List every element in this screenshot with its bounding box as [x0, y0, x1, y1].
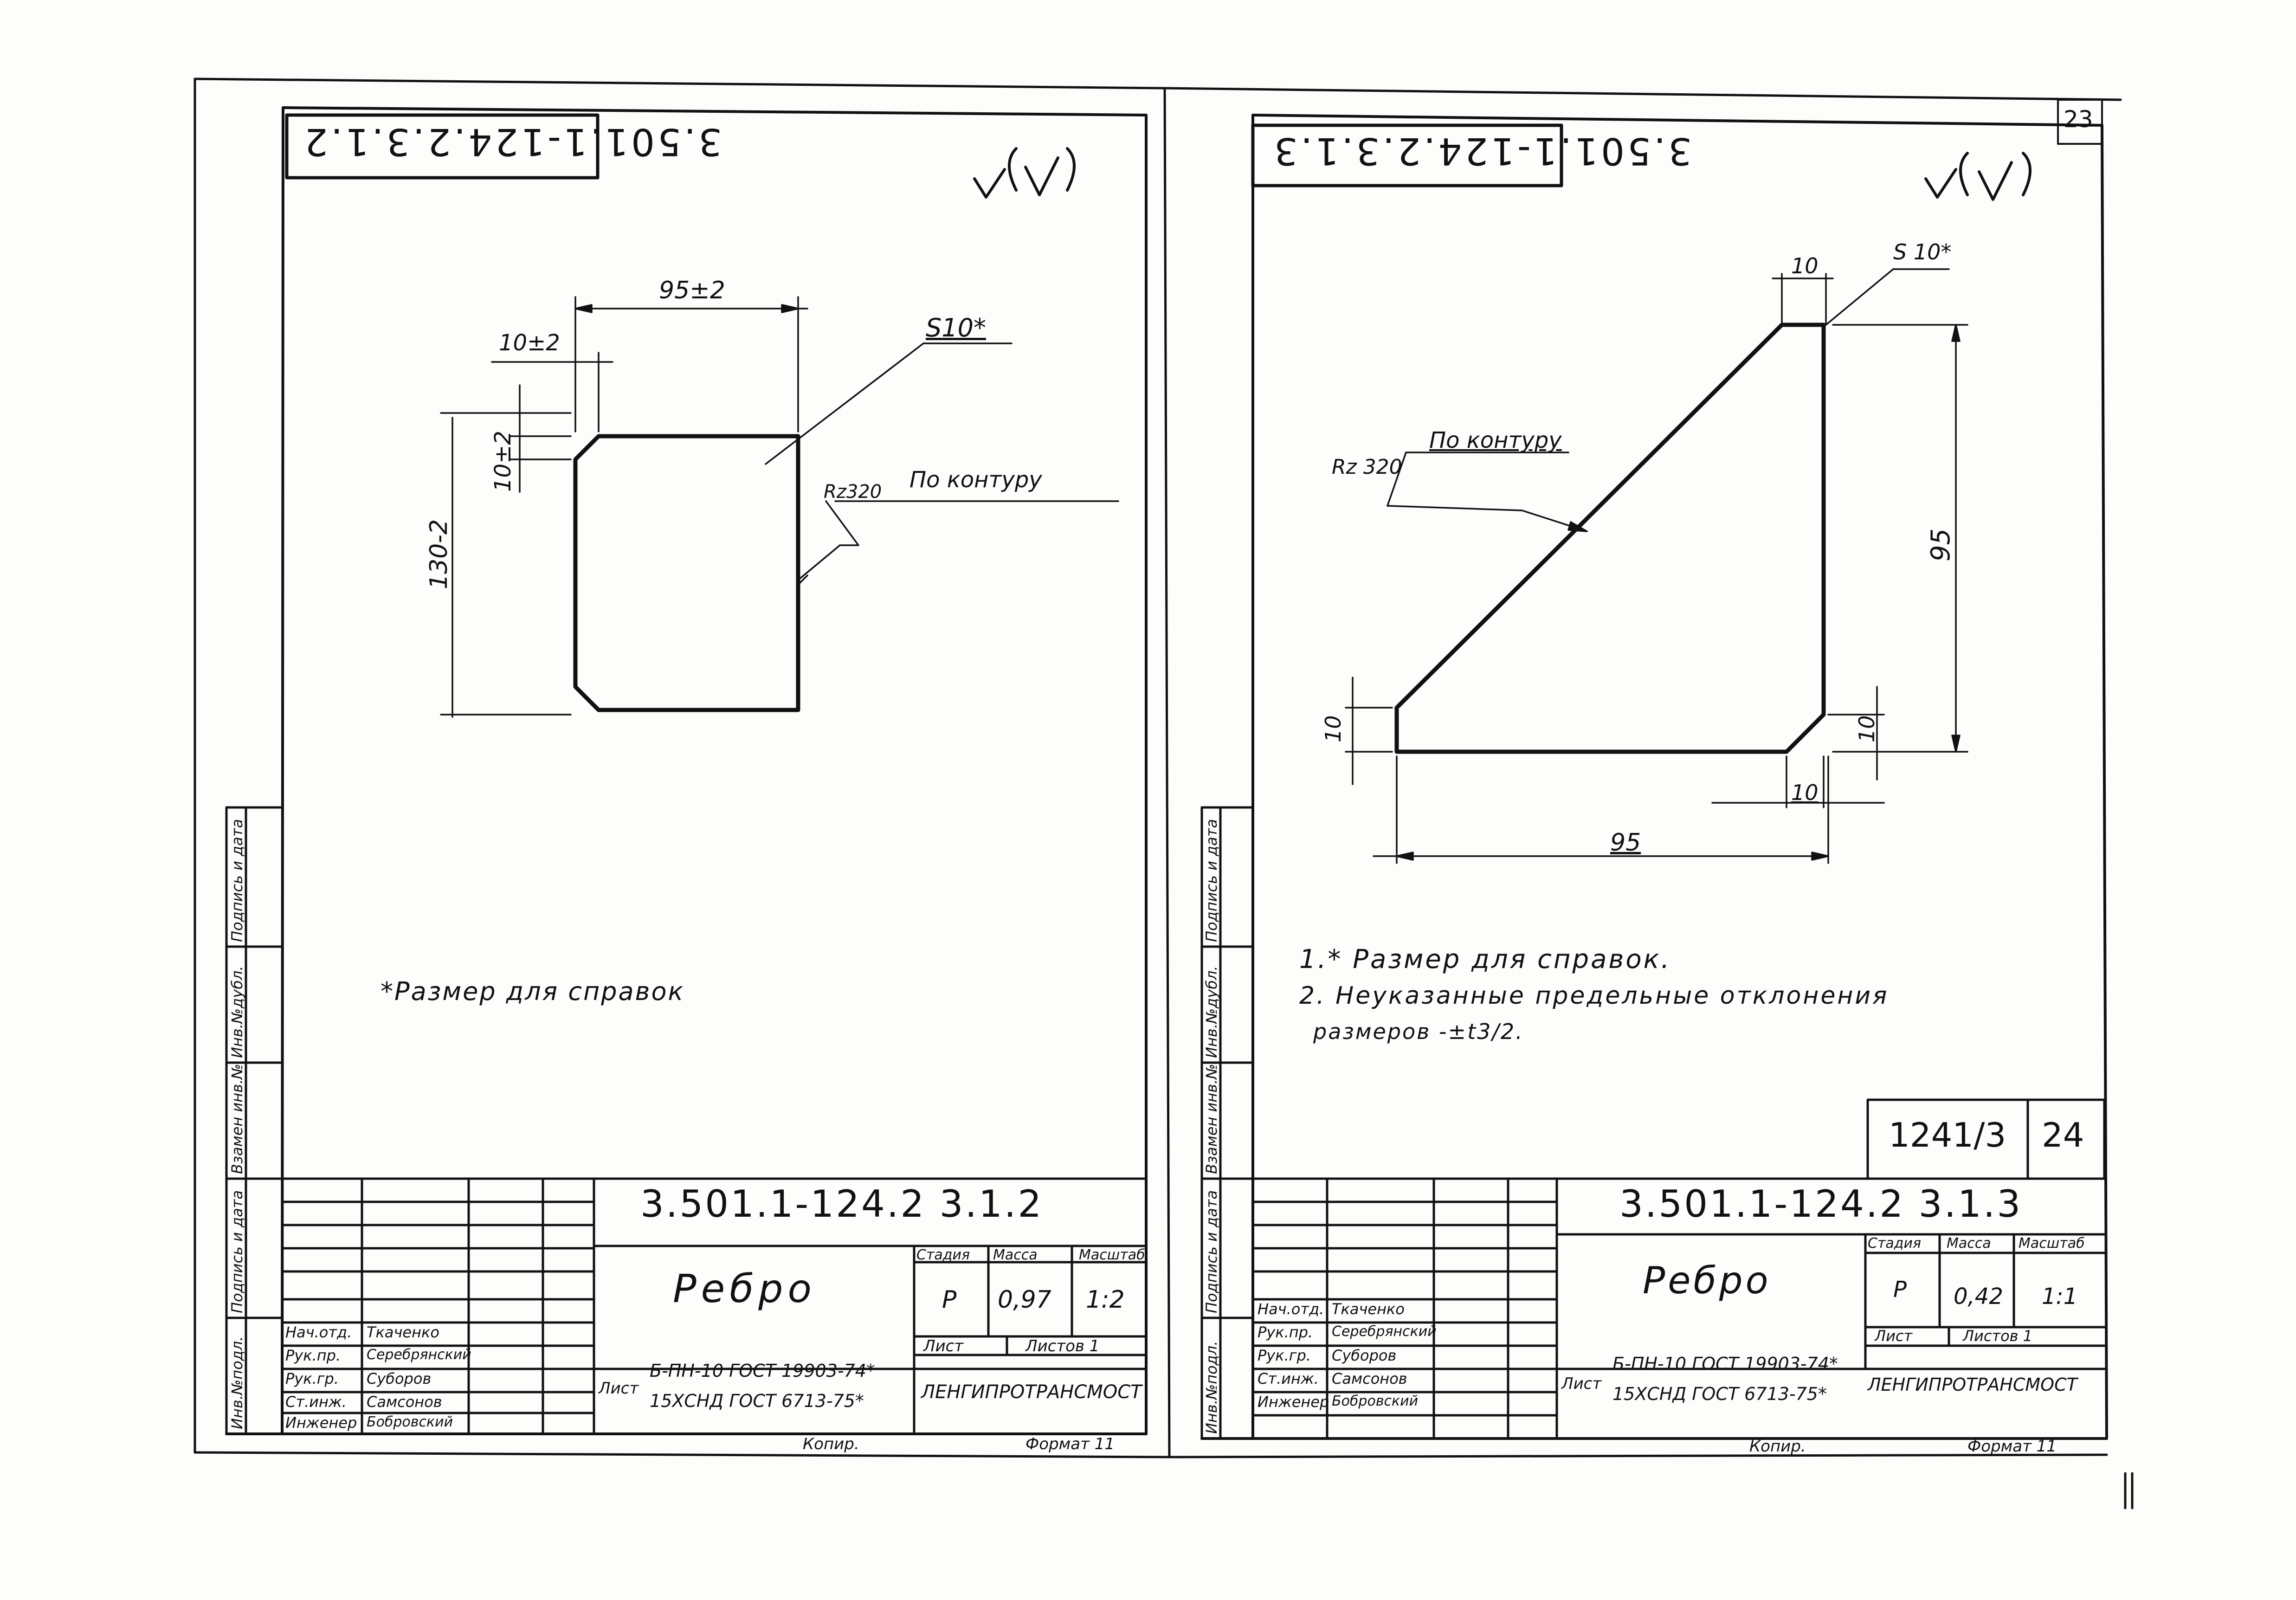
right-note-2: 2. Неуказанные предельные отклонения — [1299, 982, 1889, 1010]
left-dimension-lines — [440, 147, 1119, 718]
left-side-label-4: Инв.№дубл. — [228, 966, 246, 1058]
right-dim-left-small: 10 — [1321, 715, 1346, 742]
right-role-2: Рук.пр. — [1258, 1323, 1313, 1341]
right-sheets-label: Листов 1 — [1963, 1327, 2033, 1345]
left-dim-contour: По контуру — [909, 467, 1042, 493]
right-sheet-small: Лист — [1561, 1374, 1602, 1393]
left-dim-thickness: S10* — [926, 313, 986, 342]
right-name-3: Суборов — [1332, 1347, 1397, 1364]
right-side-label-3: Взамен инв.№ — [1203, 1064, 1220, 1174]
left-dim-roughness: Rz320 — [824, 481, 882, 503]
right-note-3: размеров -±t3/2. — [1313, 1019, 1524, 1044]
left-part-outline — [573, 434, 800, 712]
right-name-4: Самсонов — [1332, 1370, 1407, 1387]
right-side-label-2: Подпись и дата — [1203, 1190, 1220, 1313]
left-copied: Копир. — [803, 1435, 859, 1453]
left-role-2: Рук.пр. — [285, 1347, 341, 1364]
left-role-3: Рук.гр. — [285, 1370, 339, 1387]
right-dim-contour: По контуру — [1429, 427, 1562, 453]
left-material-1: Б-ПН-10 ГОСТ 19903-74* — [650, 1361, 875, 1381]
right-side-label-5: Подпись и дата — [1203, 819, 1220, 942]
left-role-5: Инженер — [285, 1414, 357, 1432]
right-extra-box-right: 24 — [2042, 1116, 2084, 1155]
left-role-4: Ст.инж. — [285, 1393, 347, 1411]
right-copied: Копир. — [1749, 1437, 1806, 1456]
left-organization: ЛЕНГИПРОТРАНСМОСТ — [921, 1381, 1142, 1403]
right-name-1: Ткаченко — [1332, 1300, 1405, 1318]
right-sheet-label: Лист — [1875, 1327, 1913, 1345]
right-role-1: Нач.отд. — [1258, 1300, 1324, 1318]
left-side-label-5: Подпись и дата — [228, 819, 246, 942]
right-side-label-1: Инв.№подл. — [1203, 1341, 1220, 1434]
right-mass: 0,42 — [1954, 1284, 2003, 1310]
left-designation: 3.501.1-124.2 3.1.2 — [640, 1182, 1044, 1226]
right-name-5: Бобровский — [1332, 1393, 1419, 1409]
left-dim-height: 130-2 — [425, 519, 453, 589]
right-scale: 1:1 — [2042, 1284, 2078, 1310]
right-dim-bottom-small: 10 — [1791, 780, 1819, 805]
left-side-label-1: Инв.№подл. — [228, 1336, 246, 1429]
left-sheets-label: Листов 1 — [1025, 1337, 1100, 1355]
right-note-1: 1.* Размер для справок. — [1299, 944, 1671, 974]
left-title-block-lines — [281, 1177, 1148, 1435]
left-mass: 0,97 — [998, 1286, 1051, 1314]
sheet-outer-frame — [193, 77, 2122, 1458]
right-dim-width: 95 — [1610, 829, 1641, 857]
left-sheet-frame — [225, 106, 1148, 1435]
right-stage: Р — [1893, 1277, 1907, 1303]
right-part-name: Ребро — [1643, 1259, 1771, 1302]
right-name-2: Серебрянский — [1332, 1323, 1437, 1340]
left-sheet-label: Лист — [923, 1337, 964, 1355]
right-side-label-4: Инв.№дубл. — [1203, 966, 1220, 1058]
right-stamp-code: 3.501.1-124.2.3.1.3 — [1271, 129, 1692, 173]
right-role-5: Инженер — [1258, 1393, 1329, 1411]
left-note: *Размер для справок — [381, 977, 685, 1006]
left-role-1: Нач.отд. — [285, 1323, 352, 1341]
right-dim-height: 95 — [1926, 528, 1956, 561]
left-col-stage: Стадия — [916, 1247, 970, 1263]
left-col-scale: Масштаб — [1079, 1247, 1145, 1263]
left-scale: 1:2 — [1086, 1286, 1125, 1314]
left-name-3: Суборов — [367, 1370, 432, 1387]
left-stage: Р — [942, 1286, 957, 1314]
right-col-stage: Стадия — [1868, 1235, 1922, 1252]
left-sheet-small: Лист — [599, 1379, 639, 1398]
left-name-2: Серебрянский — [367, 1347, 471, 1363]
right-dim-top: 10 — [1791, 253, 1819, 278]
right-extra-box-left: 1241/3 — [1889, 1116, 2006, 1155]
left-material-2: 15ХСНД ГОСТ 6713-75* — [650, 1391, 864, 1411]
right-title-block-lines — [1251, 1098, 2106, 1440]
left-name-5: Бобровский — [367, 1414, 453, 1430]
left-stamp-code: 3.501.1-124.2.3.1.2 — [302, 120, 722, 163]
right-material-1: Б-ПН-10 ГОСТ 19903-74* — [1612, 1354, 1838, 1374]
right-designation: 3.501.1-124.2 3.1.3 — [1619, 1182, 2023, 1226]
right-format: Формат 11 — [1967, 1437, 2057, 1456]
right-dim-roughness: Rz 320 — [1332, 455, 1402, 479]
right-role-3: Рук.гр. — [1258, 1347, 1311, 1364]
left-side-strip — [225, 806, 284, 1435]
page-number: 23 — [2064, 106, 2093, 133]
right-material-2: 15ХСНД ГОСТ 6713-75* — [1612, 1384, 1827, 1404]
right-sheet-frame — [1200, 99, 2108, 1440]
left-part-name: Ребро — [673, 1266, 816, 1311]
right-part-outline — [1394, 323, 1826, 754]
left-dim-chamfer-h: 10±2 — [499, 330, 560, 356]
right-role-4: Ст.инж. — [1258, 1370, 1319, 1387]
right-side-strip — [1200, 806, 1254, 1440]
right-dim-right-small: 10 — [1854, 715, 1879, 742]
left-name-4: Самсонов — [367, 1393, 442, 1411]
left-name-1: Ткаченко — [367, 1323, 439, 1341]
left-dim-chamfer-v: 10±2 — [490, 431, 516, 492]
left-col-mass: Масса — [993, 1247, 1038, 1263]
left-dim-width: 95±2 — [659, 277, 725, 304]
right-dimension-lines — [1345, 152, 2134, 1510]
left-format: Формат 11 — [1025, 1435, 1115, 1453]
left-side-label-3: Взамен инв.№ — [228, 1064, 246, 1174]
right-dim-thickness: S 10* — [1893, 239, 1952, 265]
right-col-mass: Масса — [1947, 1235, 1991, 1252]
left-side-label-2: Подпись и дата — [228, 1190, 246, 1313]
right-organization: ЛЕНГИПРОТРАНСМОСТ — [1868, 1374, 2077, 1395]
right-col-scale: Масштаб — [2019, 1235, 2085, 1252]
